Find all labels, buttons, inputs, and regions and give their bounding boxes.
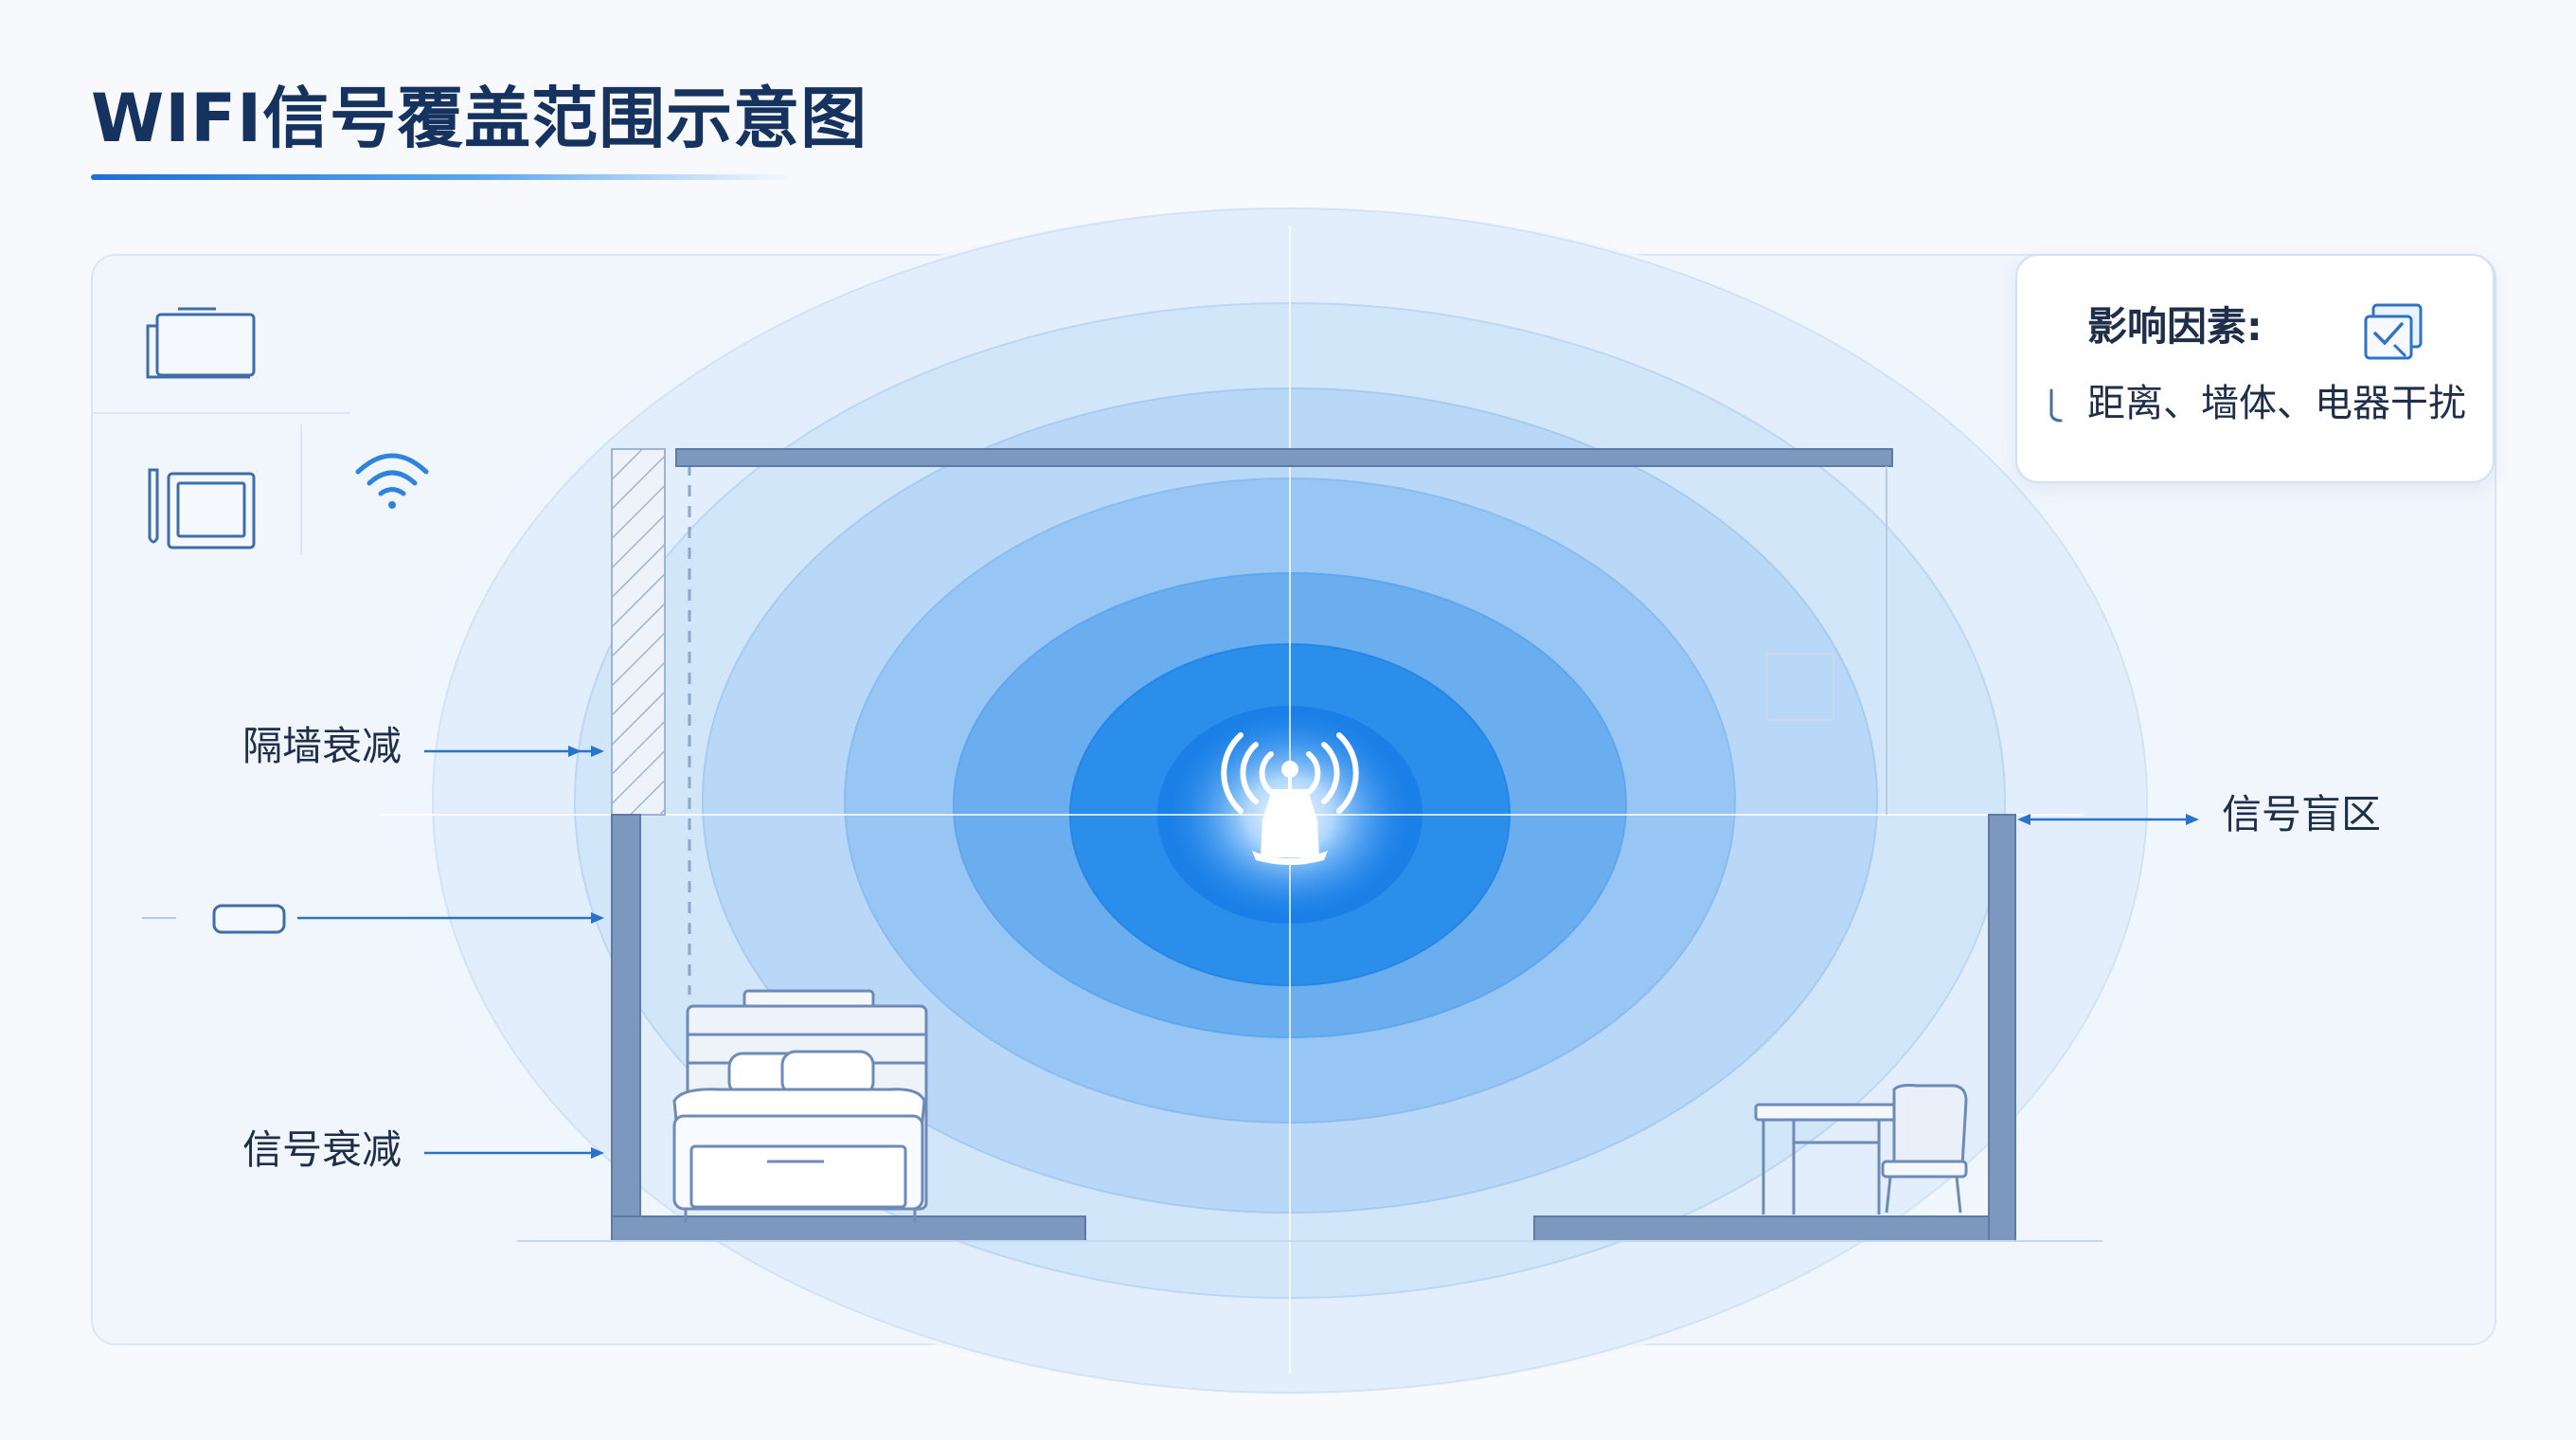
device-panel — [91, 307, 429, 555]
tv-icon — [146, 307, 256, 379]
title-underline — [91, 174, 792, 180]
tablet-icon — [148, 468, 256, 549]
room — [517, 448, 2102, 1242]
hatched-wall — [611, 448, 666, 816]
signal-attenuation-label: 信号衰减 — [242, 1126, 402, 1173]
router-icon — [1221, 732, 1359, 865]
page-title: WIFI信号覆盖范围示意图 — [91, 80, 868, 157]
factors-title: 影响因素: — [2087, 303, 2263, 350]
bed-icon — [672, 989, 928, 1222]
wall-frame — [1766, 653, 1834, 721]
floor-left — [611, 1215, 1086, 1242]
checklist-icon — [2364, 303, 2423, 360]
factors-text: 距离、墙体、电器干扰 — [2087, 382, 2466, 425]
dead-zone-label: 信号盲区 — [2222, 791, 2382, 837]
wall-attenuation-arrow — [424, 746, 604, 757]
factors-panel: 影响因素: 距离、墙体、电器干扰 — [2015, 254, 2495, 483]
right-wall — [1988, 814, 2016, 1242]
callout-arrows — [297, 746, 2199, 1159]
signal-attenuation-arrow — [424, 1147, 604, 1159]
air-conditioner-icon — [142, 904, 286, 934]
left-wall — [611, 814, 641, 1242]
floor-right — [1533, 1215, 2016, 1242]
desk-icon — [1754, 1084, 1968, 1215]
wall-attenuation-label: 隔墙衰减 — [242, 723, 402, 769]
appliance-arrow — [297, 912, 604, 924]
wifi-icon — [355, 453, 429, 509]
dead-zone-arrow — [2017, 814, 2199, 825]
ceiling-beam — [675, 448, 1893, 467]
bracket-mark — [2049, 388, 2063, 423]
